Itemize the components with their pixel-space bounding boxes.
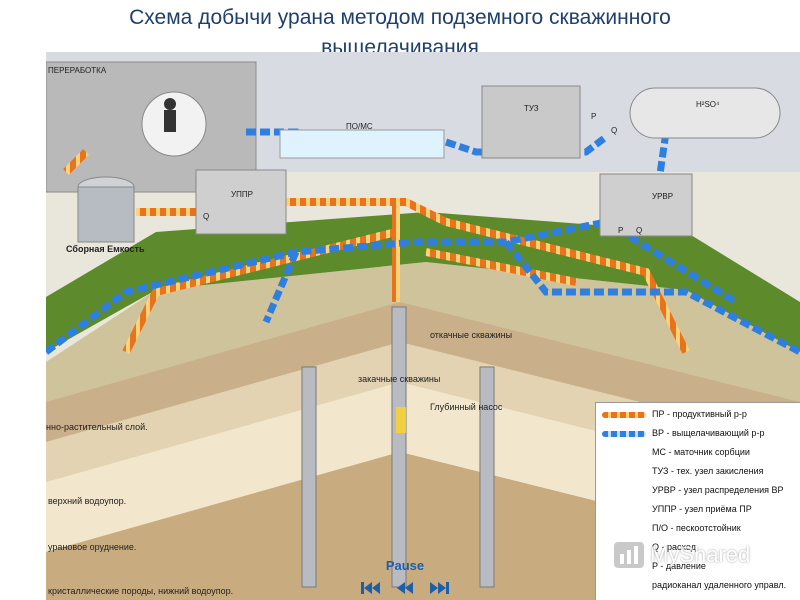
deep-pump-label: Глубинный насос: [430, 402, 503, 412]
urvr-gauge-q: Q: [636, 226, 643, 235]
pumping-wells-label: откачные скважины: [430, 330, 513, 340]
tuz-gauge-p: P: [591, 112, 597, 121]
rewind-icon[interactable]: [393, 580, 417, 596]
legend-item: радиоканал удаленного управл.: [596, 576, 800, 596]
tuz-label: ТУЗ: [524, 104, 539, 113]
playback-controls: Pause: [355, 558, 455, 600]
h2so4-tank: [629, 87, 781, 139]
urvr-gauge-p: P: [618, 226, 624, 235]
title-line-1: Схема добычи урана методом подземного ск…: [129, 6, 671, 29]
upper-aquitard-label: верхний водоупор.: [48, 496, 127, 506]
pr-swatch: [602, 412, 646, 418]
legend-item-pr: ПР - продуктивный р-р: [596, 405, 800, 425]
po-ms-label: ПО/МС: [346, 122, 373, 131]
uppr-label: УППР: [231, 190, 253, 199]
legend-item: П/О - пескоотстойник: [596, 519, 800, 539]
watermark: MyShared: [610, 536, 790, 576]
pumping-well-center: [391, 306, 407, 588]
legend-item: Q - расход: [596, 538, 800, 558]
pause-button[interactable]: Pause: [385, 558, 425, 573]
legend-item: УППР - узел приёма ПР: [596, 500, 800, 520]
legend-label: Q - расход: [652, 542, 696, 552]
uranium-label: урановое оруднение.: [48, 542, 137, 552]
collection-tank: [77, 186, 135, 243]
watermark-text: MyShared: [650, 542, 751, 567]
uppr-building: [195, 169, 287, 235]
h2so4-label: H²SO⁴: [696, 100, 720, 109]
injection-well-right: [479, 366, 495, 588]
legend-label: P - давление: [652, 561, 706, 571]
tuz-gauge-q: Q: [611, 126, 618, 135]
tuz-building: [481, 85, 581, 159]
legend-item: P - давление: [596, 557, 800, 577]
legend-item: МС - маточник сорбции: [596, 443, 800, 463]
skip-to-end-icon[interactable]: [427, 580, 451, 596]
legend-label: ВР - выщелачивающий р-р: [652, 428, 765, 438]
legend-label: ПР - продуктивный р-р: [652, 409, 747, 419]
operator-head: [164, 98, 176, 110]
injection-well-left: [301, 366, 317, 588]
collection-tank-label: Сборная Емкость: [66, 244, 145, 254]
deep-pump: [396, 407, 406, 433]
soil-layer-label: нно-растительный слой.: [46, 422, 148, 432]
legend-label: МС - маточник сорбции: [652, 447, 750, 457]
urvr-label: УРВР: [652, 192, 674, 201]
operator-figure: [164, 110, 176, 132]
vr-swatch: [602, 431, 646, 437]
grass-surface: [46, 212, 800, 352]
skip-to-start-icon[interactable]: [359, 580, 383, 596]
legend-item-vr: ВР - выщелачивающий р-р: [596, 424, 800, 444]
injection-wells-label: закачные скважины: [358, 374, 441, 384]
legend-label: УРВР - узел распределения ВР: [652, 485, 784, 495]
processing-label: ПЕРЕРАБОТКА: [48, 66, 107, 75]
urvr-building: [599, 173, 693, 237]
legend-label: радиоканал удаленного управл.: [652, 580, 787, 590]
legend-item: УРВР - узел распределения ВР: [596, 481, 800, 501]
legend-label: П/О - пескоотстойник: [652, 523, 741, 533]
soil-layer: [46, 302, 800, 442]
lower-aquitard-label: кристаллические породы, нижний водоупор.: [48, 586, 234, 596]
legend-item: ТУЗ - тех. узел закисления: [596, 462, 800, 482]
po-ms-pond: [279, 129, 445, 159]
uppr-gauge-q: Q: [203, 212, 210, 221]
watermark-logo-icon: [614, 542, 644, 568]
legend-label: УППР - узел приёма ПР: [652, 504, 752, 514]
legend-label: ТУЗ - тех. узел закисления: [652, 466, 764, 476]
legend: ПР - продуктивный р-р ВР - выщелачивающи…: [595, 402, 800, 600]
